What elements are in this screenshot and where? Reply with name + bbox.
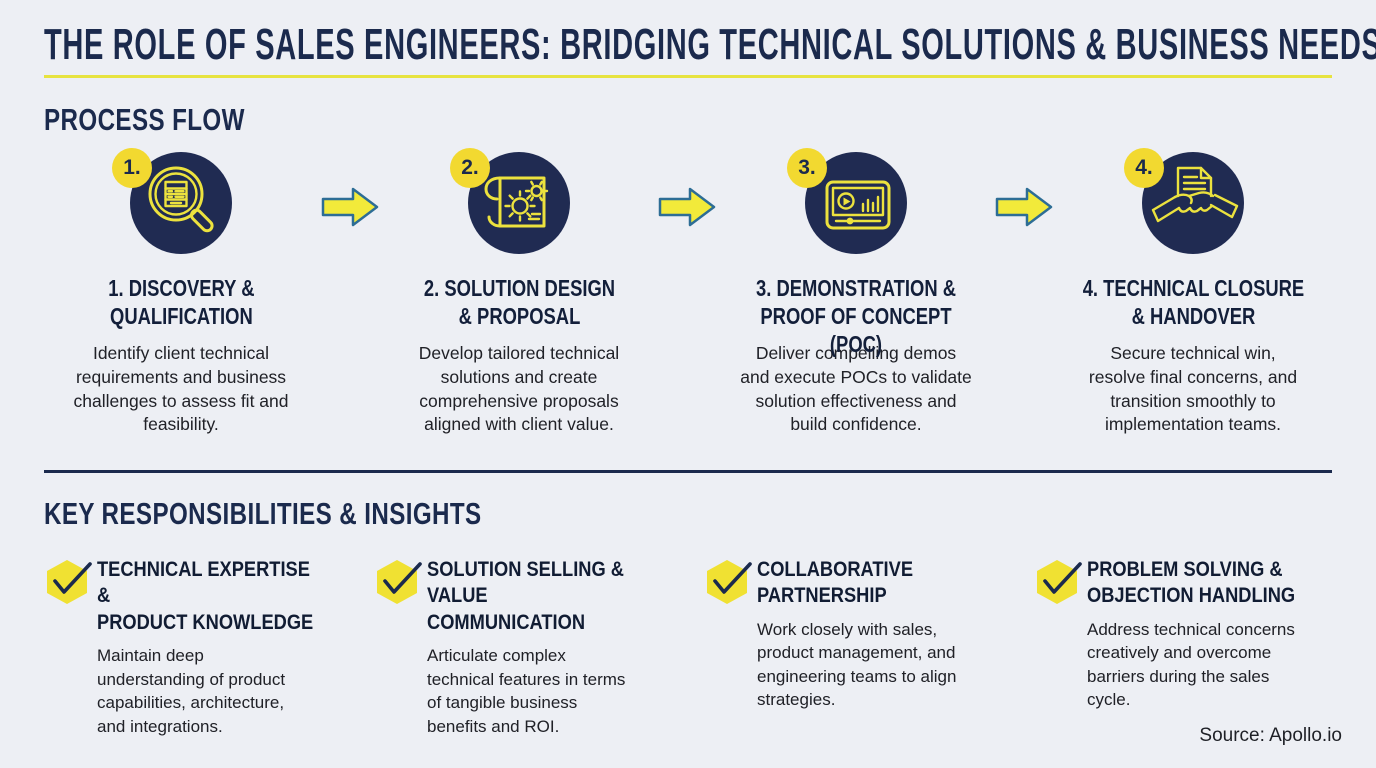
process-step-1: 1. 1. DISCOVERY & QUALIFICATION Identify… — [31, 148, 331, 437]
hexagon-check-icon — [377, 560, 422, 604]
responsibility-title: PROBLEM SOLVING & OBJECTION HANDLING — [1087, 557, 1296, 608]
step-icon-circle: 1. — [112, 148, 232, 254]
demo-presentation-icon — [825, 180, 891, 230]
magnifier-checklist-icon — [148, 166, 214, 233]
step-number-badge: 3. — [787, 148, 827, 188]
step-title: 3. DEMONSTRATION & PROOF OF CONCEPT (POC… — [755, 275, 957, 358]
section-divider — [44, 470, 1332, 473]
arrow-right-icon — [658, 187, 716, 227]
blueprint-gears-icon — [484, 176, 549, 228]
step-description: Develop tailored technical solutions and… — [418, 343, 620, 435]
responsibility-item-2: SOLUTION SELLING & VALUE COMMUNICATION A… — [374, 556, 689, 738]
responsibility-description: Address technical concerns creatively an… — [1087, 619, 1295, 710]
responsibility-description: Work closely with sales, product managem… — [757, 619, 957, 710]
step-title: 1. DISCOVERY & QUALIFICATION — [107, 275, 255, 330]
responsibility-title: SOLUTION SELLING & VALUE COMMUNICATION — [427, 557, 624, 634]
process-step-4: 4. 4. TECHNICAL CLOSURE & HANDOVER Secur… — [1043, 148, 1343, 437]
hexagon-check-icon — [47, 560, 92, 604]
hexagon-check-icon — [1037, 560, 1082, 604]
responsibility-title: COLLABORATIVE PARTNERSHIP — [757, 557, 914, 608]
responsibility-item-1: TECHNICAL EXPERTISE & PRODUCT KNOWLEDGE … — [44, 556, 359, 738]
arrow-right-icon — [321, 187, 379, 227]
step-number-badge: 1. — [112, 148, 152, 188]
step-icon-circle: 4. — [1124, 148, 1244, 254]
step-icon-circle: 2. — [450, 148, 570, 254]
step-description: Secure technical win, resolve final conc… — [1088, 343, 1298, 435]
responsibility-item-3: COLLABORATIVE PARTNERSHIP Work closely w… — [704, 556, 1019, 712]
key-responsibilities-heading: KEY RESPONSIBILITIES & INSIGHTS — [44, 496, 482, 531]
process-flow-heading: PROCESS FLOW — [44, 102, 245, 137]
handshake-agreement-icon — [1151, 166, 1239, 223]
step-description: Deliver compelling demos and execute POC… — [740, 343, 972, 435]
responsibility-description: Maintain deep understanding of product c… — [97, 646, 286, 736]
step-number-badge: 2. — [450, 148, 490, 188]
process-step-2: 2. 2. SOLUTION DESIGN & PROPOSAL Develop… — [369, 148, 669, 437]
responsibility-description: Articulate complex technical features in… — [427, 646, 626, 736]
step-title: 4. TECHNICAL CLOSURE & HANDOVER — [1082, 275, 1304, 330]
step-description: Identify client technical requirements a… — [73, 343, 289, 435]
source-attribution: Source: Apollo.io — [1199, 725, 1342, 746]
arrow-right-icon — [995, 187, 1053, 227]
page-title: THE ROLE OF SALES ENGINEERS: BRIDGING TE… — [44, 20, 1376, 69]
title-underline-rule — [44, 75, 1332, 78]
step-number-badge: 4. — [1124, 148, 1164, 188]
hexagon-check-icon — [707, 560, 752, 604]
step-icon-circle: 3. — [787, 148, 907, 254]
step-title: 2. SOLUTION DESIGN & PROPOSAL — [423, 275, 615, 330]
process-step-3: 3. 3. DEMONSTRATION & PROOF OF CONCEPT (… — [706, 148, 1006, 437]
responsibility-item-4: PROBLEM SOLVING & OBJECTION HANDLING Add… — [1034, 556, 1349, 712]
responsibility-title: TECHNICAL EXPERTISE & PRODUCT KNOWLEDGE — [97, 557, 314, 634]
